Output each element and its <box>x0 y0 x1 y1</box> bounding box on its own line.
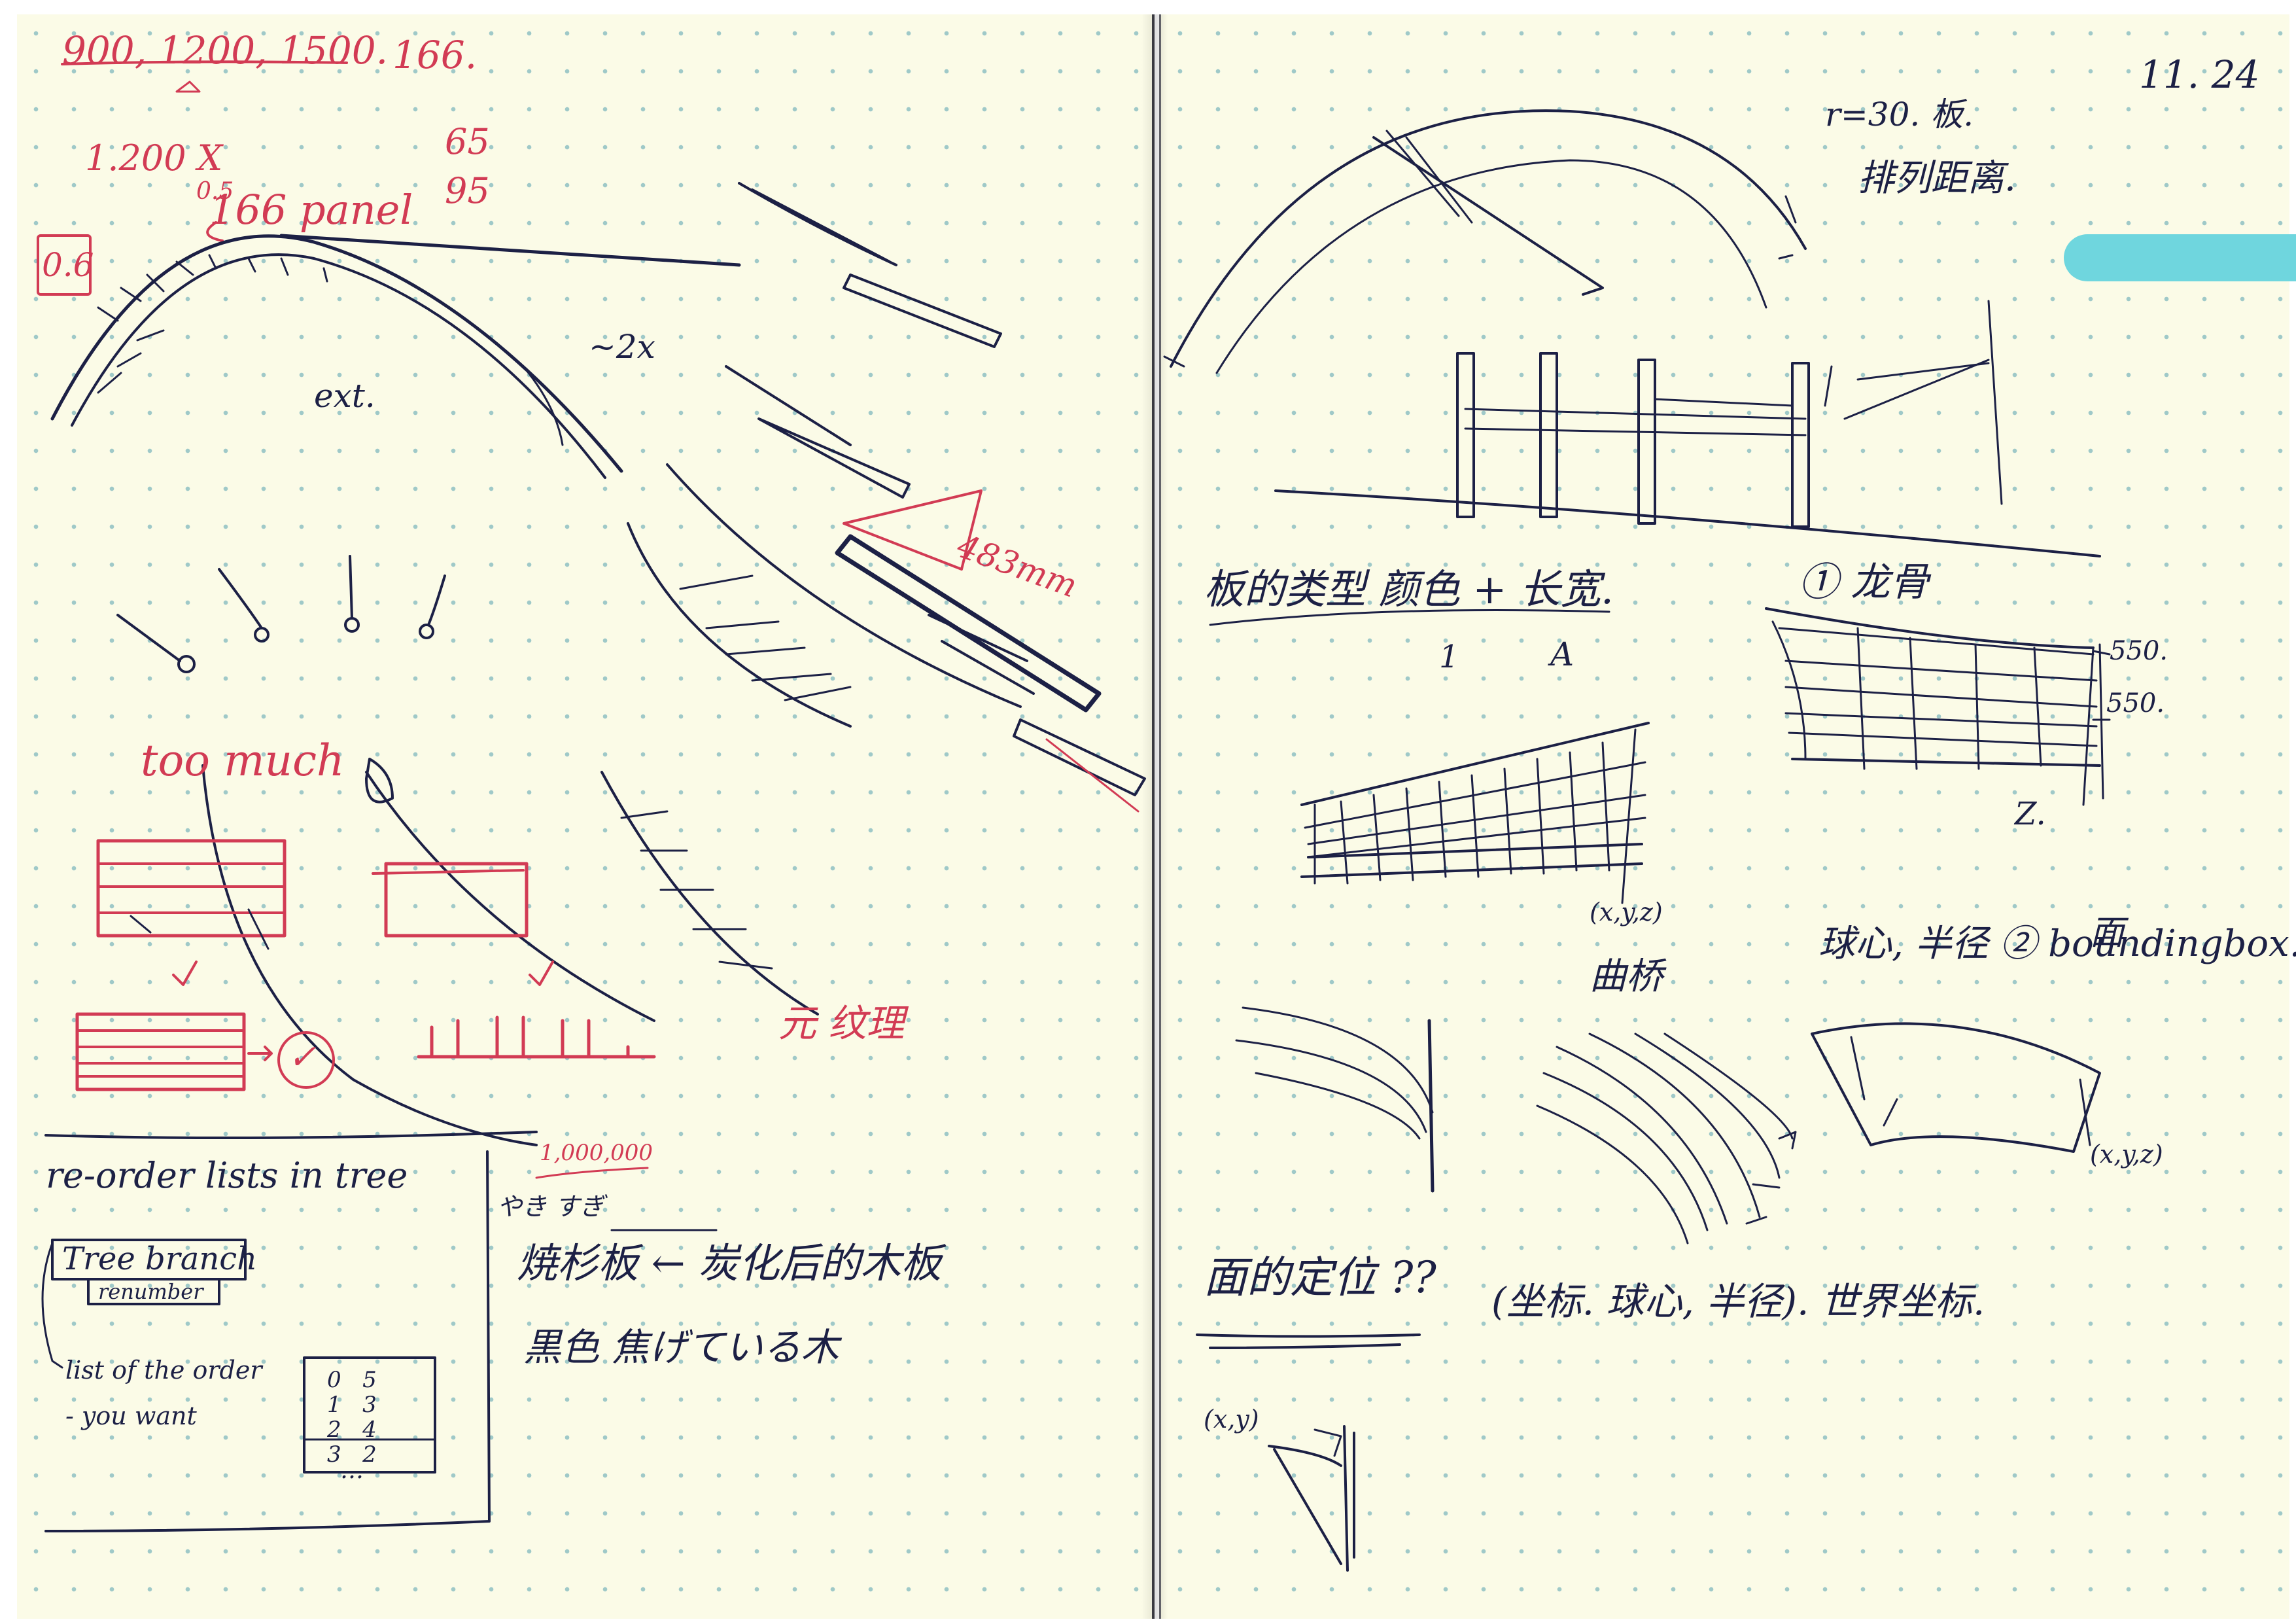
black-wood-note: 黒色 焦げている木 <box>523 1325 839 1369</box>
grid-cell: 1 <box>327 1392 341 1418</box>
coords-note: (坐标. 球心, 半径). 世界坐标. <box>1491 1279 1985 1324</box>
tree-branch-label: Tree branch <box>62 1241 258 1277</box>
renumber-label: renumber <box>98 1279 203 1304</box>
grid-cell: 3 <box>327 1441 341 1468</box>
binding-fold <box>1141 14 1168 1619</box>
keel-title: ① 龙骨 <box>1799 559 1930 605</box>
grid-cell: 5 <box>362 1367 377 1393</box>
spacing-note: 排列距离. <box>1858 157 2016 200</box>
right-notebook-page <box>1159 14 2289 1619</box>
too-much-note: too much <box>141 735 345 786</box>
size-note: 1.200 X <box>85 137 223 179</box>
panel-note: 166 panel <box>209 186 413 234</box>
xyz-label-2: (x,y,z) <box>2090 1140 2163 1169</box>
factor-note: 0.5 <box>196 178 234 205</box>
count-note: 166. <box>392 33 478 77</box>
radius-note: r=30. 板. <box>1825 96 1974 133</box>
label-one: 1 <box>1439 639 1459 675</box>
z-label: Z. <box>2015 796 2046 832</box>
multiplier-note: ~2x <box>589 328 655 366</box>
grid-cell: 2 <box>362 1441 377 1468</box>
list-note: list of the order <box>65 1356 262 1385</box>
list-note-2: - you want <box>65 1402 197 1430</box>
dimension-list: 900, 1200, 1500. <box>62 28 389 73</box>
grid-cell: 4 <box>362 1417 377 1443</box>
furigana-note: やき すぎ <box>497 1192 605 1221</box>
order-grid: 0 5 1 3 2 4 3 2 <box>327 1368 377 1467</box>
left-notebook-page <box>17 14 1155 1619</box>
grid-cell: 0 <box>327 1367 341 1393</box>
sphere-note: 球心, 半径 ② boundingbox. <box>1818 923 2296 965</box>
million-note: 1,000,000 <box>540 1140 653 1166</box>
xy-label: (x,y) <box>1204 1405 1259 1434</box>
board-type-note: 板的类型 颜色 + 长宽. <box>1204 565 1614 613</box>
dim-550-b: 550. <box>2106 688 2165 718</box>
ratio-box-label: 0.6 <box>42 246 94 284</box>
yakisugi-note: 焼杉板 ← 炭化后的木板 <box>517 1239 942 1287</box>
reorder-title: re-order lists in tree <box>46 1155 408 1196</box>
panel-count: 95 <box>445 170 490 211</box>
dim-550-a: 550. <box>2110 636 2168 666</box>
circled-mark: ✓ <box>288 1038 317 1077</box>
face-label: 面 <box>2090 913 2125 953</box>
label-a: A <box>1550 635 1574 673</box>
size-count: 65 <box>445 121 490 162</box>
date-label: 11. 24 <box>2139 52 2260 97</box>
bookmark-tab <box>2064 234 2296 281</box>
ext-note: ext. <box>314 377 375 415</box>
face-position-title: 面的定位 ?? <box>1204 1252 1436 1303</box>
grid-cell: 3 <box>362 1392 377 1418</box>
bridge-label: 曲桥 <box>1590 955 1663 998</box>
xyz-label: (x,y,z) <box>1590 898 1663 927</box>
grid-cell: 2 <box>327 1417 341 1443</box>
grid-ellipsis: … <box>340 1457 364 1484</box>
texture-note: 元 纹理 <box>778 1001 905 1046</box>
